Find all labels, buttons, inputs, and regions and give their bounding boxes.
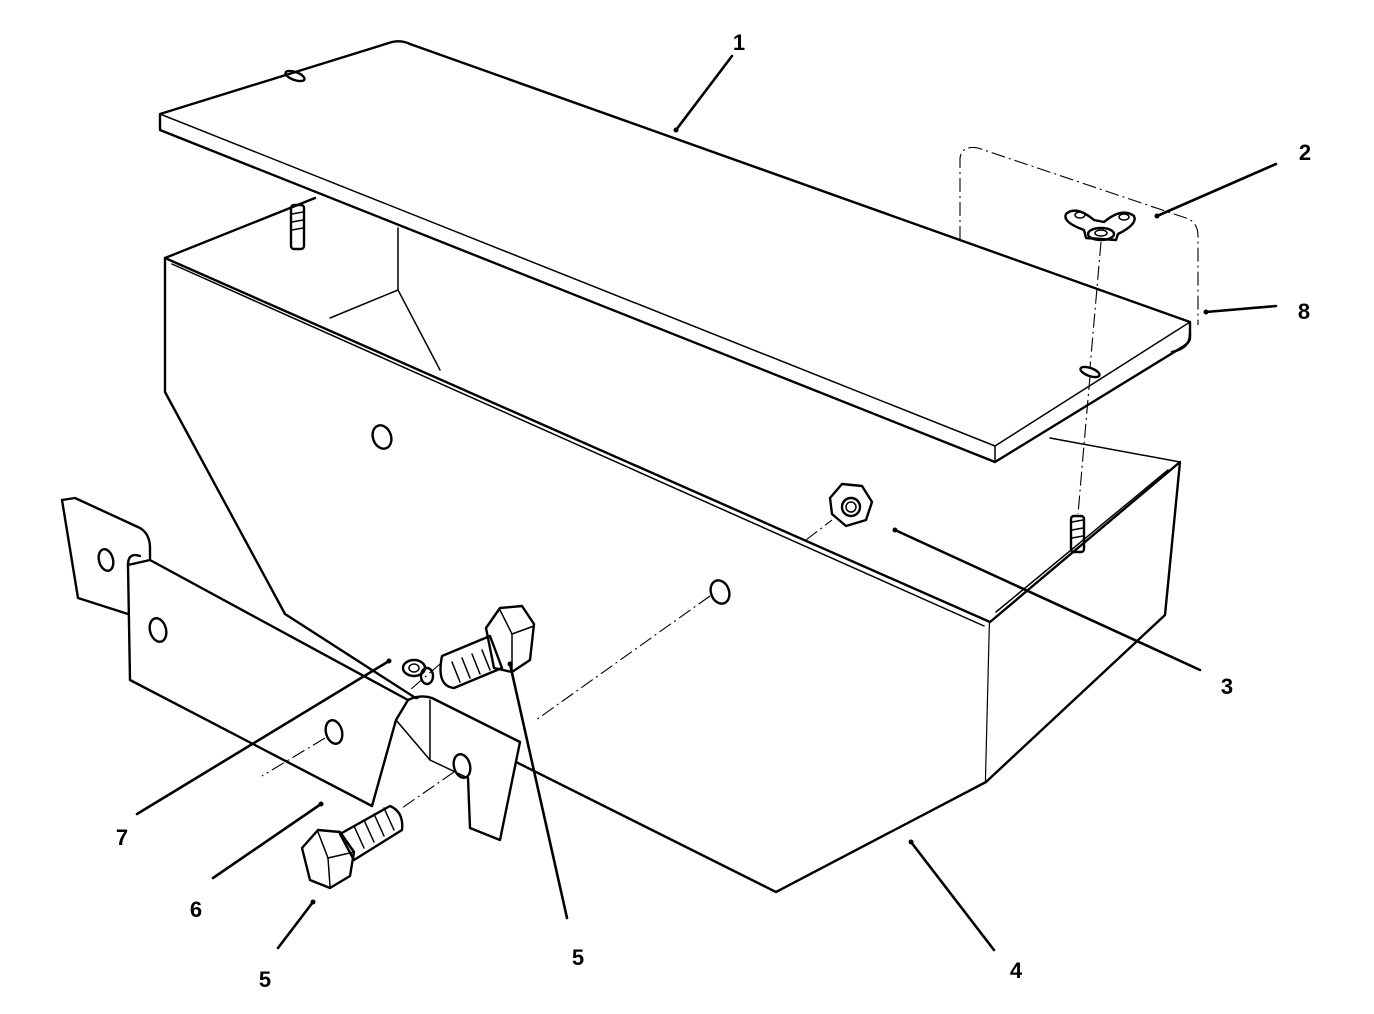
callout-1: 1 — [733, 30, 745, 55]
callout-7: 7 — [116, 825, 128, 850]
callout-5-upper-bolt: 5 — [572, 945, 584, 970]
upper-bolt-5 — [439, 604, 536, 690]
box-body — [163, 196, 1182, 894]
left-stud — [289, 203, 306, 251]
leader-lines — [135, 54, 1278, 952]
callout-labels: 1 2 3 4 5 5 6 7 8 — [116, 30, 1311, 992]
right-stud — [1069, 514, 1086, 554]
callout-6: 6 — [190, 897, 202, 922]
lock-washer-7 — [401, 658, 435, 686]
callout-2: 2 — [1299, 140, 1311, 165]
decal-plate-8 — [959, 146, 1199, 354]
callout-4: 4 — [1010, 958, 1023, 983]
callout-3: 3 — [1221, 674, 1233, 699]
mounting-bracket-6 — [60, 496, 522, 842]
lower-bolt-5 — [300, 804, 404, 890]
callout-5-lower-bolt: 5 — [259, 967, 271, 992]
hex-nut-3 — [828, 482, 874, 528]
alignment-lines — [261, 241, 1102, 809]
callout-8: 8 — [1298, 299, 1310, 324]
wing-nut-2 — [1064, 209, 1136, 242]
